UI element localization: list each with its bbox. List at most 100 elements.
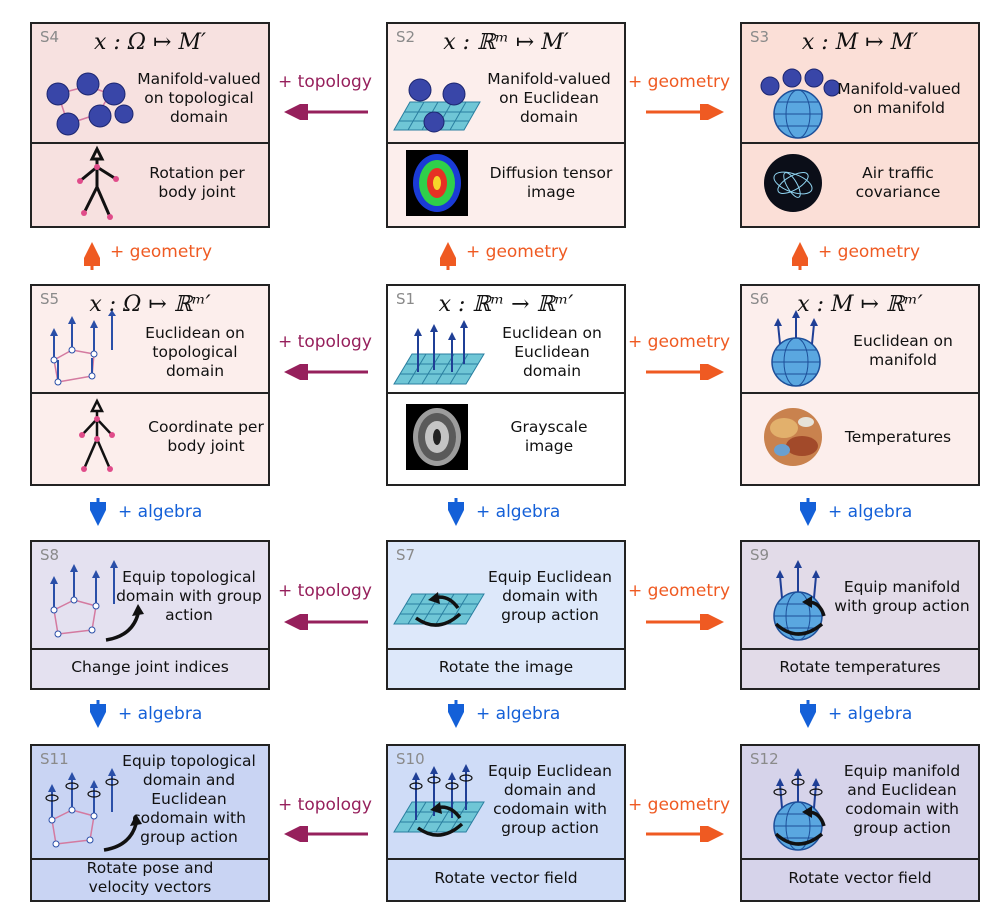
geometry-label: + geometry xyxy=(628,581,731,601)
geometry-up-arrow xyxy=(440,242,456,270)
skeleton-rotation-illustration xyxy=(77,145,119,220)
algebra-down-arrow xyxy=(448,498,464,526)
box-description: Equip manifold with group action xyxy=(834,578,970,615)
box-description: Euclidean on topological domain xyxy=(145,324,245,380)
geometry-label: + geometry xyxy=(818,242,921,262)
temperature-globe-image xyxy=(764,408,822,466)
box-id: S5 xyxy=(40,290,60,308)
box-id: S9 xyxy=(750,546,770,564)
box-id: S12 xyxy=(750,750,779,768)
box-s9: S9 Equip manifold with group action Rota… xyxy=(740,540,980,690)
box-s7: S7 Equip Euclidean domain with group act… xyxy=(386,540,626,690)
grayscale-brain-image xyxy=(406,404,468,470)
topology-arrow xyxy=(284,614,368,630)
globe-rotation-illustration xyxy=(773,560,826,641)
formula: x : Ω ↦ ℝᵐ′ xyxy=(89,292,211,317)
box-id: S8 xyxy=(40,546,60,564)
box-example: Rotate temperatures xyxy=(779,657,941,676)
formula: x : ℝᵐ → ℝᵐ′ xyxy=(438,292,574,317)
geometry-label: + geometry xyxy=(628,795,731,815)
formula: x : Ω ↦ M′ xyxy=(94,30,206,55)
box-s3: S3 x : M ↦ M′ Manifold-valued on manifol… xyxy=(740,22,980,228)
box-id: S1 xyxy=(396,290,416,308)
box-example: Rotation per body joint xyxy=(149,164,245,201)
box-example: Rotate vector field xyxy=(434,868,578,887)
box-id: S3 xyxy=(750,28,770,46)
box-id: S6 xyxy=(750,290,770,308)
graph-vectors-rotation-illustration xyxy=(50,560,144,642)
grid-vectors-illustration xyxy=(393,320,485,385)
box-example: Rotate the image xyxy=(438,657,574,676)
skeleton-coordinate-illustration xyxy=(79,398,115,472)
box-description: Manifold-valued on Euclidean domain xyxy=(487,70,611,126)
globe-vectors-full-rotation-illustration xyxy=(773,768,826,851)
grid-spheres-illustration xyxy=(393,78,481,133)
globe-vectors-illustration xyxy=(771,310,821,387)
box-example: Air traffic covariance xyxy=(855,164,941,201)
box-s4: S4 x : Ω ↦ M′ Manifold-valued on topolog… xyxy=(30,22,270,228)
topology-label: + topology xyxy=(278,795,372,815)
box-description: Equip Euclidean domain with group action xyxy=(488,568,612,624)
geometry-up-arrow xyxy=(84,242,100,270)
geometry-label: + geometry xyxy=(628,332,731,352)
box-description: Euclidean on manifold xyxy=(853,332,953,369)
formula: x : ℝᵐ ↦ M′ xyxy=(443,30,569,55)
box-example: Diffusion tensor image xyxy=(489,164,613,201)
box-id: S7 xyxy=(396,546,416,564)
grid-rotation-illustration xyxy=(393,592,485,627)
box-example: Temperatures xyxy=(844,427,952,446)
box-description: Manifold-valued on manifold xyxy=(837,80,961,117)
box-description: Manifold-valued on topological domain xyxy=(137,70,261,126)
box-example: Change joint indices xyxy=(71,657,229,676)
topology-label: + topology xyxy=(278,332,372,352)
box-id: S2 xyxy=(396,28,416,46)
geometry-arrow xyxy=(646,104,724,120)
box-id: S4 xyxy=(40,28,60,46)
geometry-up-arrow xyxy=(792,242,808,270)
box-s8: S8 Equip topological domain with group a… xyxy=(30,540,270,690)
box-s2: S2 x : ℝᵐ ↦ M′ Manifold-valued on Euclid… xyxy=(386,22,626,228)
box-s1: S1 x : ℝᵐ → ℝᵐ′ Euclidean on Euclidean d… xyxy=(386,284,626,486)
box-id: S10 xyxy=(396,750,425,768)
graph-vectors-full-rotation-illustration xyxy=(45,768,142,852)
algebra-label: + algebra xyxy=(828,502,913,522)
algebra-down-arrow xyxy=(90,700,106,728)
box-id: S11 xyxy=(40,750,69,768)
box-example: Rotate pose and velocity vectors xyxy=(86,859,214,896)
topology-label: + topology xyxy=(278,581,372,601)
globe-spheres-illustration xyxy=(760,68,840,139)
brain-scan-image xyxy=(406,150,468,216)
algebra-label: + algebra xyxy=(118,502,203,522)
algebra-label: + algebra xyxy=(476,704,561,724)
geometry-arrow xyxy=(646,826,724,842)
box-example: Coordinate per body joint xyxy=(148,418,264,455)
topology-arrow xyxy=(284,104,368,120)
box-s11: S11 Equip topological domain and Euclide… xyxy=(30,744,270,902)
box-description: Equip topological domain and Euclidean c… xyxy=(122,752,256,846)
topology-label: + topology xyxy=(278,72,372,92)
algebra-label: + algebra xyxy=(828,704,913,724)
topology-arrow xyxy=(284,364,368,380)
algebra-down-arrow xyxy=(800,700,816,728)
box-s5: S5 x : Ω ↦ ℝᵐ′ Euclidean on topological … xyxy=(30,284,270,486)
air-traffic-globe-image xyxy=(764,154,822,212)
spheres-graph-illustration xyxy=(46,72,134,136)
algebra-label: + algebra xyxy=(476,502,561,522)
formula: x : M ↦ ℝᵐ′ xyxy=(797,292,923,317)
formula: x : M ↦ M′ xyxy=(801,30,919,55)
geometry-label: + geometry xyxy=(628,72,731,92)
box-example: Rotate vector field xyxy=(788,868,932,887)
box-s10: S10 Equip Euclidean domain and codomain … xyxy=(386,744,626,902)
geometry-label: + geometry xyxy=(466,242,569,262)
graph-vectors-illustration xyxy=(50,310,116,386)
algebra-down-arrow xyxy=(90,498,106,526)
geometry-label: + geometry xyxy=(110,242,213,262)
box-description: Equip topological domain with group acti… xyxy=(116,568,262,624)
box-s12: S12 Equip manifold and Euclidean codomai… xyxy=(740,744,980,902)
algebra-down-arrow xyxy=(800,498,816,526)
box-s6: S6 x : M ↦ ℝᵐ′ Euclidean on manifold Tem… xyxy=(740,284,980,486)
geometry-arrow xyxy=(646,614,724,630)
algebra-down-arrow xyxy=(448,700,464,728)
box-description: Euclidean on Euclidean domain xyxy=(502,324,602,380)
geometry-arrow xyxy=(646,364,724,380)
